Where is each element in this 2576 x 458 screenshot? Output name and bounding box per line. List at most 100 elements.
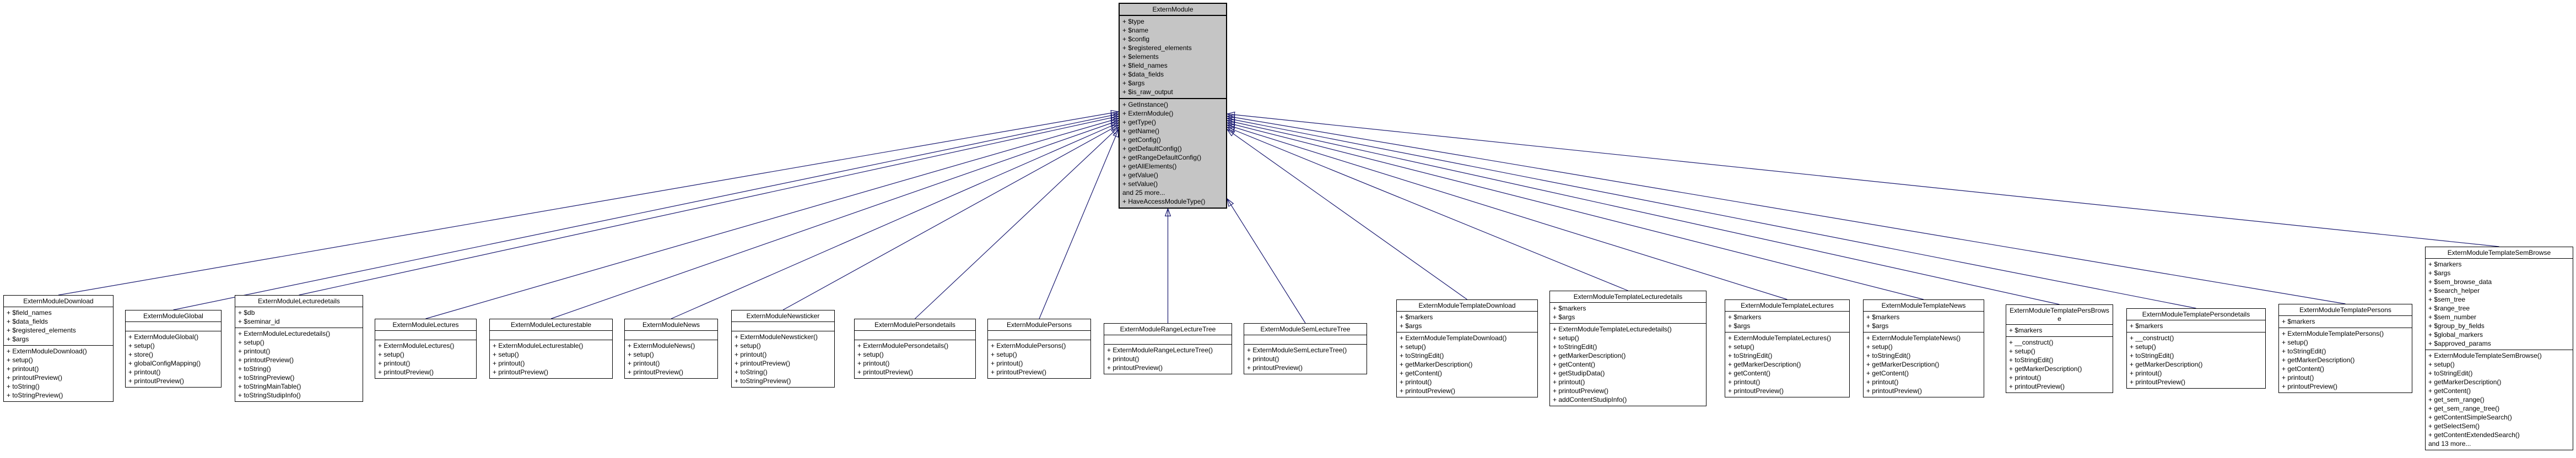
method-row: + printoutPreview() [2282,383,2338,390]
inheritance-edge [1227,129,1467,300]
method-row: + getMarkerDescription() [1400,361,1473,368]
method-row: + ExternModulePersons() [991,342,1066,350]
method-row: + get_sem_range() [2428,396,2485,404]
method-row: + toStringEdit() [2130,352,2174,359]
attribute-row: + $markers [2130,322,2163,330]
method-row: + setup() [493,351,519,358]
class-title: ExternModuleTemplatePersons [2299,306,2391,314]
class-title: ExternModuleRangeLectureTree [1120,325,1216,333]
attribute-row: + $is_raw_output [1122,88,1173,96]
class-title: ExternModuleTemplatePersondetails [2142,310,2250,318]
method-row: + setup() [1400,343,1426,351]
method-row: + printoutPreview() [1247,364,1303,372]
method-row: + getMarkerDescription() [1728,361,1801,368]
method-row: + store() [128,351,154,358]
method-row: + getContent() [1728,369,1771,377]
class-attributes: + $markers+ $args [1550,302,1706,323]
class-node-externmoduledownload[interactable]: ExternModuleDownload + $field_names+ $da… [3,295,114,402]
method-row: + getValue() [1122,171,1158,179]
attribute-row: + $args [1400,322,1422,330]
class-node-externmoduletemplatelectures[interactable]: ExternModuleTemplateLectures + $markers+… [1725,299,1850,397]
attribute-row: + $markers [1553,304,1586,312]
method-row: + getMarkerDescription() [1866,361,1940,368]
inheritance-edge [1227,116,2346,304]
method-row: + setValue() [1122,180,1158,188]
class-node-externmoduletemplatepersons[interactable]: ExternModuleTemplatePersons + $markers +… [2278,304,2412,393]
class-methods: + __construct()+ setup()+ toStringEdit()… [2127,332,2265,388]
class-node-externmodulelecturestable[interactable]: ExternModuleLecturestable + ExternModule… [489,319,613,379]
method-row: + getMarkerDescription() [2009,365,2082,373]
class-node-externmoduletemplatedownload[interactable]: ExternModuleTemplateDownload + $markers+… [1396,299,1538,397]
method-row: + printoutPreview() [628,368,684,376]
class-node-externmoduleglobal[interactable]: ExternModuleGlobal + ExternModuleGlobal(… [125,310,222,388]
method-row: + printoutPreview() [7,374,63,381]
inheritance-edge [1227,118,2196,309]
class-methods: + GetInstance()+ ExternModule()+ getType… [1120,98,1226,208]
attribute-row: + $search_helper [2428,287,2480,295]
class-title: ExternModuleLecturestable [510,321,592,329]
method-row: + printout() [1866,378,1899,386]
attribute-row: + $markers [2009,326,2043,334]
method-row: + ExternModuleTemplatePersons() [2282,330,2384,337]
class-attributes [375,330,476,340]
class-methods: + ExternModuleSemLectureTree()+ printout… [1244,344,1367,374]
method-row: + get_sem_range_tree() [2428,405,2500,412]
class-node-externmoduletemplatelecturedetails[interactable]: ExternModuleTemplateLecturedetails + $ma… [1549,291,1706,406]
class-node-externmoduletemplatepersbrowse[interactable]: ExternModuleTemplatePersBrowse + $marker… [2006,304,2113,393]
method-row: + setup() [128,342,155,350]
method-row: + printout() [1728,378,1760,386]
method-row: + setup() [7,356,33,364]
method-row: + ExternModuleLecturedetails() [238,330,331,337]
class-node-externmodulenewsticker[interactable]: ExternModuleNewsticker + ExternModuleNew… [731,310,835,388]
class-node-externmodulelecturedetails[interactable]: ExternModuleLecturedetails + $db+ $semin… [235,295,363,402]
method-row: and 25 more... [1122,189,1165,197]
method-row: + __construct() [2009,339,2054,346]
inheritance-edge [782,125,1119,310]
method-row: + ExternModuleTemplateLectures() [1728,334,1832,342]
method-row: + getAllElements() [1122,162,1177,170]
attribute-row: + $sem_tree [2428,296,2466,303]
class-node-externmoduletemplatepersondetails[interactable]: ExternModuleTemplatePersondetails + $mar… [2126,308,2266,389]
method-row: + ExternModuleDownload() [7,347,87,355]
method-row: + ExternModuleTemplateLecturedetails() [1553,325,1672,333]
method-row: + printout() [1247,355,1279,363]
attribute-row: + $markers [1400,313,1433,321]
class-title: ExternModuleGlobal [143,312,203,320]
class-title: ExternModuleTemplatePersBrowse [2010,307,2109,323]
method-row: + printout() [857,359,890,367]
method-row: + printoutPreview() [2009,383,2065,390]
class-title: ExternModuleSemLectureTree [1260,325,1351,333]
class-attributes: + $db+ $seminar_id [235,307,363,328]
attribute-row: + $db [238,309,255,317]
attribute-row: + $registered_elements [7,326,76,334]
class-title: ExternModule [1152,6,1194,13]
class-node-externmodulesemlecturetree[interactable]: ExternModuleSemLectureTree + ExternModul… [1244,323,1367,374]
class-node-externmodulerangelecturetree[interactable]: ExternModuleRangeLectureTree + ExternMod… [1104,323,1232,374]
attribute-row: + $field_names [1122,62,1168,69]
method-row: + printoutPreview() [991,368,1047,376]
method-row: + getContentExtendedSearch() [2428,431,2520,439]
method-row: + toStringStudipInfo() [238,391,301,399]
attribute-row: + $args [1728,322,1751,330]
attribute-row: + $data_fields [7,318,48,325]
class-attributes: + $markers+ $args [1397,311,1537,332]
class-node-externmodulenews[interactable]: ExternModuleNews + ExternModuleNews()+ s… [624,319,718,379]
method-row: + getMarkerDescription() [1553,352,1626,359]
class-node-externmoduletemplatenews[interactable]: ExternModuleTemplateNews + $markers+ $ar… [1863,299,1984,397]
class-methods: + ExternModuleLectures()+ setup()+ print… [375,340,476,378]
class-attributes [126,321,221,331]
method-row: + setup() [1553,334,1579,342]
class-title: ExternModuleLecturedetails [258,297,340,305]
inheritance-edge [1227,121,2060,305]
class-node-externmoduletemplatesembrowse[interactable]: ExternModuleTemplateSemBrowse + $markers… [2425,247,2573,450]
inheritance-edge [1227,125,1787,300]
method-row: + printout() [378,359,411,367]
attribute-row: + $markers [1866,313,1900,321]
class-node-externmodule[interactable]: ExternModule + $type+ $name+ $config+ $r… [1119,3,1227,209]
attribute-row: + $markers [2428,260,2462,268]
method-row: + setup() [2282,339,2308,346]
class-node-externmodulepersons[interactable]: ExternModulePersons + ExternModulePerson… [987,319,1091,379]
class-node-externmodulelectures[interactable]: ExternModuleLectures + ExternModuleLectu… [375,319,477,379]
class-node-externmodulepersondetails[interactable]: ExternModulePersondetails + ExternModule… [854,319,976,379]
